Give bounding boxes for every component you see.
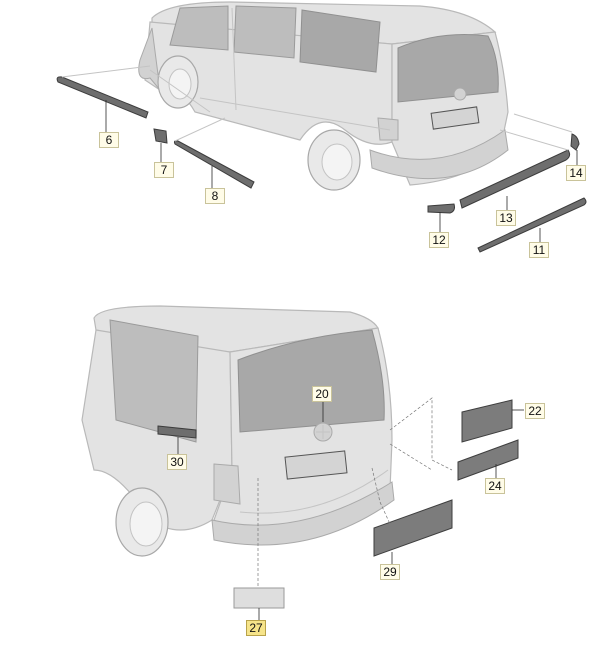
label-part-14: 14	[566, 165, 586, 181]
part-8-trim-strip	[173, 140, 255, 189]
part-12-bumper-corner	[427, 203, 455, 214]
top-leaders	[61, 65, 578, 242]
bottom-parts	[233, 399, 519, 609]
van-rear-view	[81, 305, 395, 557]
part-7-trim-piece	[153, 128, 168, 144]
label-part-8: 8	[205, 188, 225, 204]
label-part-12: 12	[429, 232, 449, 248]
part-22-badge-plate	[461, 399, 513, 443]
part-13-bumper-strip	[459, 149, 571, 209]
part-24-badge-plate	[457, 439, 519, 481]
label-part-7: 7	[154, 162, 174, 178]
label-part-27: 27	[246, 620, 266, 636]
bottom-leaders	[177, 397, 524, 620]
label-part-20: 20	[312, 386, 332, 402]
label-part-30: 30	[167, 454, 187, 470]
part-6-trim-strip	[56, 76, 149, 119]
label-part-29: 29	[380, 564, 400, 580]
part-29-plate	[373, 499, 453, 557]
part-11-lower-strip	[477, 197, 587, 253]
label-part-11: 11	[529, 242, 549, 258]
label-part-13: 13	[496, 210, 516, 226]
part-14-corner-cap	[570, 133, 580, 151]
van-side-view	[138, 1, 509, 191]
label-part-24: 24	[485, 478, 505, 494]
part-27-plate	[233, 587, 285, 609]
label-part-22: 22	[525, 403, 545, 419]
top-parts	[56, 76, 587, 253]
label-part-6: 6	[99, 132, 119, 148]
